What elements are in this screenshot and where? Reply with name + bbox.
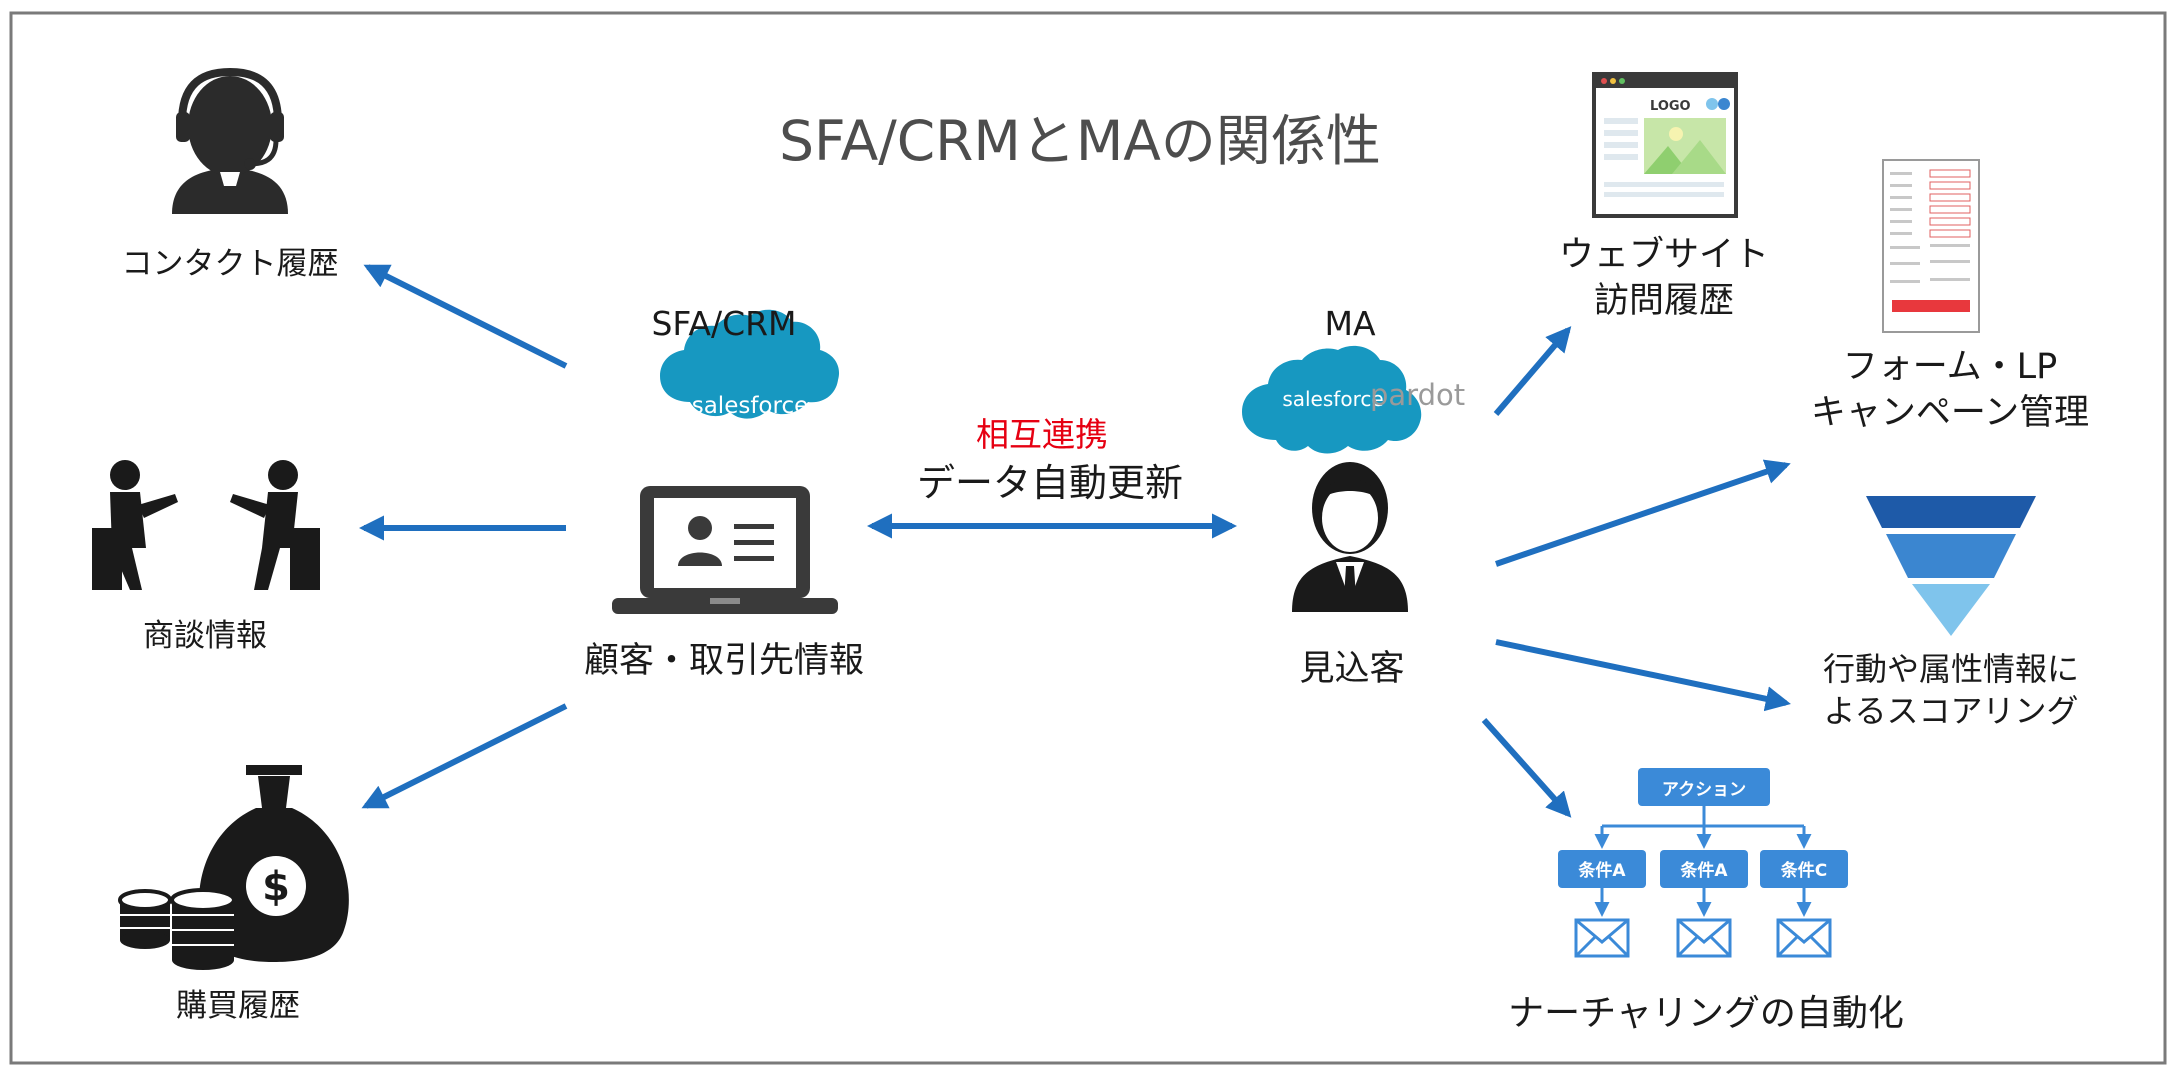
meeting-icon (92, 460, 320, 590)
contact-history-label: コンタクト履歴 (121, 246, 339, 282)
action-box (1638, 768, 1770, 806)
nurturing-flow: アクション 条件A 条件A 条件C (1558, 768, 1848, 958)
page-title: SFA/CRMとMAの関係性 (779, 109, 1381, 173)
scoring-label: 行動や属性情報に よるスコアリング (1823, 648, 2079, 732)
website-label-line1: ウェブサイト (1558, 235, 1770, 275)
dollar-icon: $ (262, 864, 290, 910)
pardot-salesforce-logo-text: salesforce (1282, 387, 1383, 411)
form-icon (1882, 159, 1980, 333)
scoring-label-line1: 行動や属性情報に (1822, 650, 2080, 688)
arrow-to-form (1495, 459, 1791, 567)
pardot-cloud-logo (1242, 345, 1422, 454)
ma-heading: MA (1324, 304, 1376, 343)
mail-icon (1676, 918, 1732, 958)
nurturing-label: ナーチャリングの自動化 (1508, 993, 1904, 1034)
purchase-history-label: 購買履歴 (176, 988, 300, 1024)
sfa-crm-heading: SFA/CRM (651, 304, 797, 343)
arrow-to-nurturing (1481, 718, 1572, 818)
customer-info-caption: 顧客・取引先情報 (583, 641, 865, 681)
website-label-line2: 訪問履歴 (1593, 281, 1735, 321)
arrow-to-contact (363, 264, 568, 369)
negotiation-info-label: 商談情報 (143, 618, 267, 654)
website-logo-text: LOGO (1650, 99, 1691, 114)
condition-box (1760, 850, 1848, 888)
action-label: アクション (1662, 780, 1746, 800)
coin-stack-icon (118, 888, 236, 970)
form-lp-label: フォーム・LP キャンペーン管理 (1811, 344, 2089, 436)
headset-person-icon (172, 67, 288, 214)
diagram-frame (9, 11, 2167, 1065)
salesforce-logo-text: salesforce (692, 393, 809, 419)
condition-label: 条件C (1780, 860, 1827, 881)
money-bag-icon: $ (118, 765, 349, 970)
form-label-line1: フォーム・LP (1842, 347, 2058, 387)
website-icon (1592, 72, 1738, 218)
condition-label: 条件A (1679, 860, 1728, 881)
arrows (358, 264, 1791, 818)
mail-icon (1574, 918, 1630, 958)
prospect-caption: 見込客 (1299, 649, 1405, 689)
mutual-link-label: 相互連携 (976, 415, 1108, 454)
auto-update-label: データ自動更新 (916, 461, 1184, 505)
arrow-to-purchase (361, 703, 568, 809)
arrow-to-scoring (1495, 639, 1791, 712)
scoring-label-line2: よるスコアリング (1823, 692, 2079, 730)
condition-box (1558, 850, 1646, 888)
businessman-icon (1292, 462, 1408, 612)
form-label-line2: キャンペーン管理 (1810, 393, 2090, 433)
salesforce-cloud-logo (660, 309, 840, 419)
website-history-label: ウェブサイト 訪問履歴 (1559, 232, 1769, 324)
arrow-to-website (1493, 326, 1572, 416)
laptop-icon (612, 486, 838, 614)
funnel-icon (1866, 496, 2036, 636)
condition-label: 条件A (1577, 860, 1626, 881)
mail-icon (1776, 918, 1832, 958)
condition-box (1660, 850, 1748, 888)
pardot-logo-text: pardot (1370, 378, 1465, 412)
